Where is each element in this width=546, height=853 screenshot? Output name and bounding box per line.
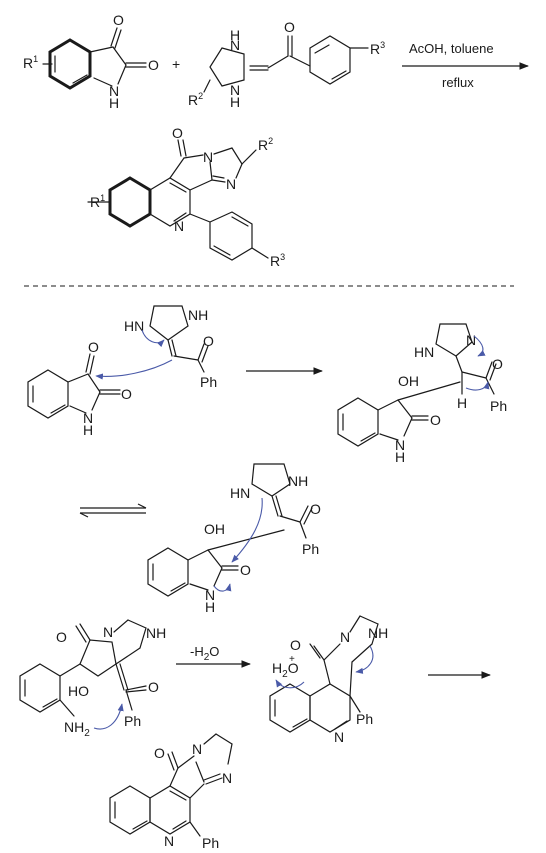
product-pyrroloquinoline: N R1 O N N R2 R3: [87, 125, 285, 269]
atom-nitrogen: N: [395, 437, 405, 453]
ketene-aminal-reactant: N H N H R2 O R3: [188, 19, 385, 110]
atom-oh: OH: [204, 521, 225, 537]
mechanism-enamine: O N H OH HN NH O Ph: [147, 463, 321, 615]
atom-phenyl: Ph: [356, 711, 373, 727]
atom-nh: NH: [146, 625, 166, 641]
mechanism-adduct-1: O N H OH HN N O Ph H: [337, 323, 507, 465]
atom-phenyl: Ph: [302, 541, 319, 557]
atom-oxygen: O: [154, 745, 165, 761]
atom-nitrogen: N: [205, 587, 215, 603]
atom-nitrogen: N: [83, 410, 93, 426]
dehydration-label: -H2O: [190, 644, 219, 663]
atom-nitrogen: N: [103, 624, 113, 640]
mechanism-ketene-aminal: HN NH O Ph: [95, 305, 217, 390]
atom-nh2: NH2: [64, 719, 90, 739]
substituent-r3: R3: [270, 252, 285, 269]
atom-hydrogen: H: [230, 27, 240, 43]
substituent-r1: R1: [23, 54, 38, 71]
atom-nitrogen: N: [192, 741, 202, 757]
atom-phenyl: Ph: [200, 374, 217, 390]
atom-oh: OH: [398, 373, 419, 389]
atom-nitrogen: N: [334, 729, 344, 745]
substituent-r1: R1: [90, 193, 105, 210]
atom-oxygen: O: [284, 19, 295, 35]
atom-hydrogen: H: [395, 449, 405, 465]
reagents-label: AcOH, toluene: [409, 41, 494, 56]
atom-oxygen: O: [430, 412, 441, 428]
atom-nitrogen: N: [230, 82, 240, 98]
substituent-r2: R2: [188, 91, 203, 108]
atom-nitrogen: N: [230, 37, 240, 53]
atom-hydrogen: H: [230, 94, 240, 110]
atom-nh: NH: [288, 473, 308, 489]
positive-charge: +: [289, 654, 295, 665]
reaction-arrow: AcOH, toluene reflux: [402, 41, 529, 90]
atom-hn: HN: [414, 344, 434, 360]
atom-nitrogen: N: [164, 833, 174, 849]
atom-phenyl: Ph: [202, 835, 219, 851]
atom-nitrogen: N: [203, 149, 213, 165]
conditions-label: reflux: [442, 75, 474, 90]
atom-oxygen: O: [203, 333, 214, 349]
final-product-pyrroloquinoline: N Ph O N N: [109, 733, 233, 851]
atom-nitrogen: N: [226, 176, 236, 192]
dehydration-arrow: -H2O: [176, 644, 251, 668]
atom-nh: NH: [188, 307, 208, 323]
isatin-reactant: O O N H R1: [23, 12, 159, 111]
mechanism-cyclized-intermediate: N O N NH Ph H2O +: [269, 615, 388, 745]
atom-oxygen: O: [492, 356, 503, 372]
atom-hydrogen: H: [205, 599, 215, 615]
atom-hydrogen: H: [457, 395, 467, 411]
atom-nh: NH: [368, 625, 388, 641]
atom-phenyl: Ph: [490, 398, 507, 414]
mechanism-isatin: O O N H: [27, 339, 132, 438]
atom-phenyl: Ph: [124, 713, 141, 729]
atom-oxygen: O: [56, 629, 67, 645]
atom-nitrogen: N: [340, 629, 350, 645]
atom-water-leaving-group: H2O: [272, 660, 299, 680]
substituent-r3: R3: [370, 40, 385, 57]
atom-oxygen: O: [148, 679, 159, 695]
atom-oxygen: O: [172, 125, 183, 141]
atom-oxygen: O: [290, 637, 301, 653]
atom-ho: HO: [68, 683, 89, 699]
atom-oxygen: O: [240, 562, 251, 578]
atom-oxygen: O: [121, 386, 132, 402]
mechanism-ring-opened: NH2 O N NH HO O Ph: [19, 619, 166, 739]
atom-hydrogen: H: [109, 95, 119, 111]
atom-nitrogen: N: [222, 770, 232, 786]
atom-nitrogen: N: [174, 218, 184, 234]
substituent-r2: R2: [258, 136, 273, 153]
atom-oxygen: O: [148, 57, 159, 73]
atom-oxygen: O: [88, 339, 99, 355]
plus-sign: +: [172, 56, 180, 72]
atom-nitrogen: N: [109, 83, 119, 99]
atom-hydrogen: H: [83, 422, 93, 438]
atom-hn: HN: [230, 485, 250, 501]
atom-oxygen: O: [113, 12, 124, 28]
equilibrium-arrows: [79, 503, 147, 518]
atom-hn: HN: [124, 318, 144, 334]
atom-nitrogen: N: [466, 332, 476, 348]
atom-oxygen: O: [310, 501, 321, 517]
